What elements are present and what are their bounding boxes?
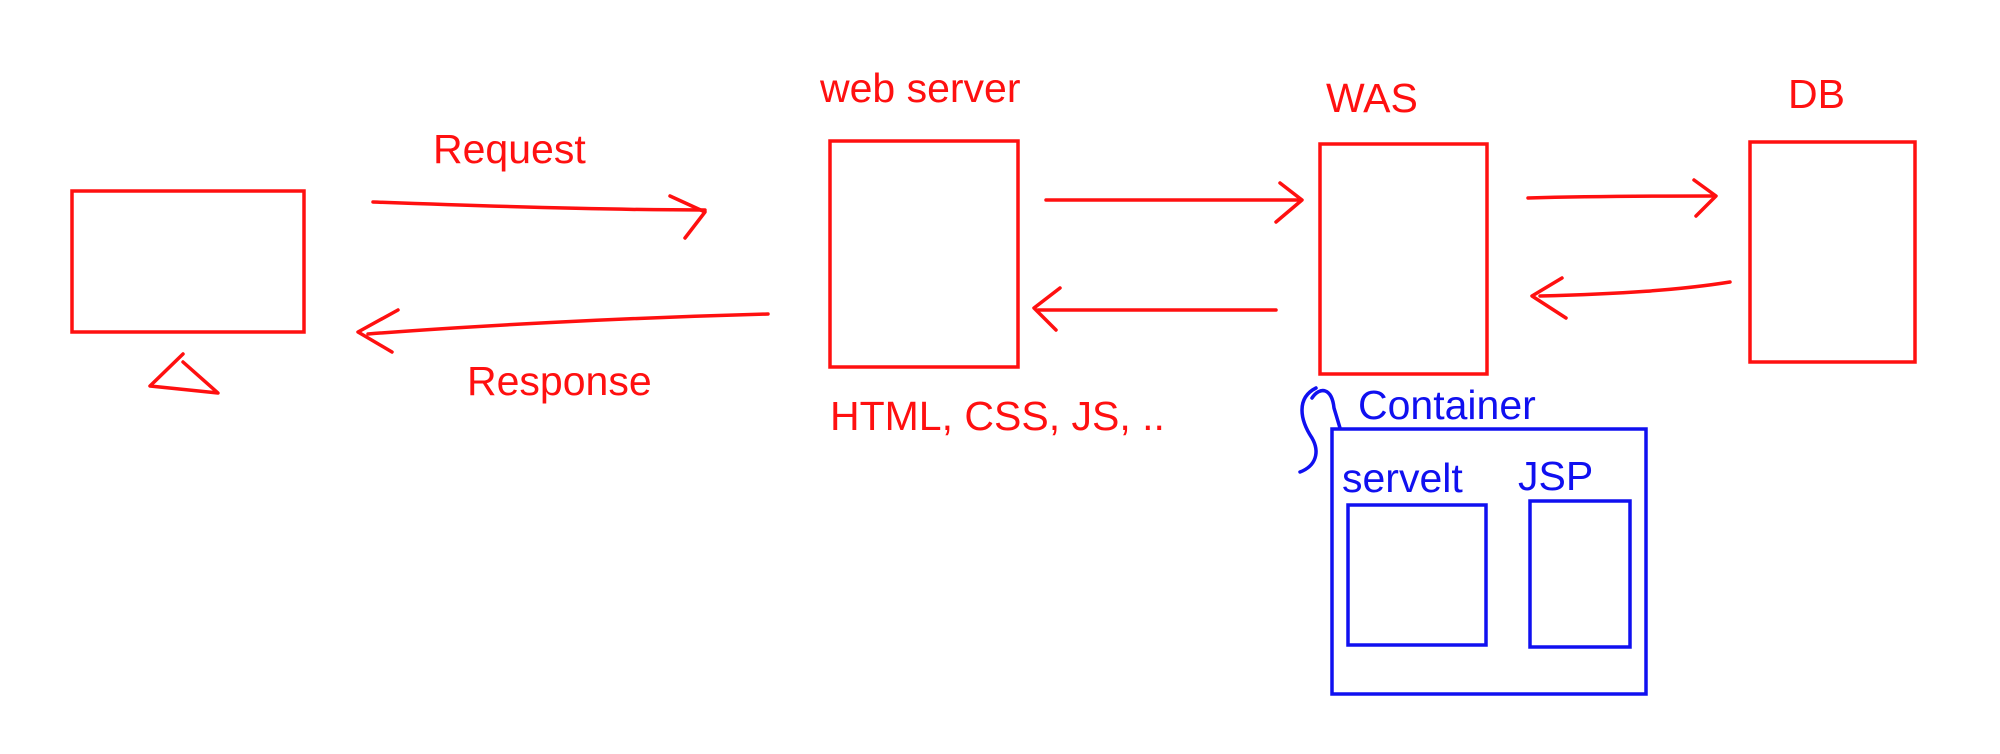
web-server-box <box>828 139 1020 369</box>
request-arrow <box>371 194 707 240</box>
jsp-label: JSP <box>1518 453 1593 499</box>
web-server-label: web server <box>819 65 1021 111</box>
web-to-was-arrow <box>1044 181 1304 224</box>
was-to-web-arrow <box>1032 286 1278 332</box>
container-link-bracket <box>1298 386 1342 474</box>
was-box <box>1318 142 1489 376</box>
container-box <box>1330 427 1648 696</box>
jsp-box <box>1528 499 1632 649</box>
was-label: WAS <box>1326 75 1418 121</box>
client-monitor-screen <box>70 189 306 334</box>
response-arrow <box>356 308 770 354</box>
web-server-content-label: HTML, CSS, JS, .. <box>830 393 1165 439</box>
client-monitor-stand <box>148 352 220 395</box>
db-box <box>1748 140 1917 364</box>
request-label: Request <box>433 126 586 172</box>
servlet-label: servelt <box>1342 455 1463 501</box>
db-to-was-arrow <box>1530 276 1732 320</box>
response-label: Response <box>467 358 652 404</box>
db-label: DB <box>1788 71 1845 117</box>
was-to-db-arrow <box>1526 178 1718 218</box>
container-label: Container <box>1358 382 1536 428</box>
servlet-box <box>1346 503 1488 647</box>
client-monitor <box>70 189 306 395</box>
